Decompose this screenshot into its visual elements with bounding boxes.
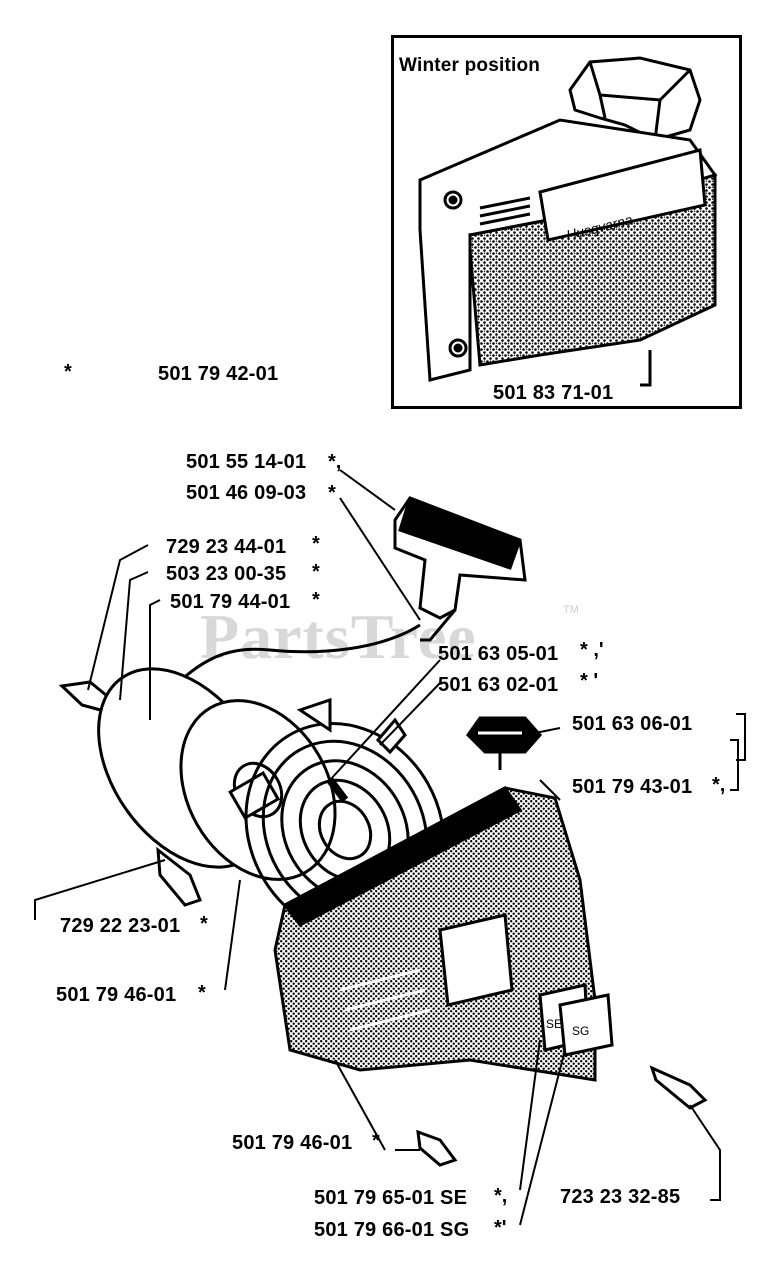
part-label: 501 79 44-01 bbox=[170, 591, 291, 613]
part-asterisk: * bbox=[312, 533, 320, 555]
part-label: 501 63 02-01 bbox=[438, 674, 559, 696]
part-asterisk: *, bbox=[494, 1185, 508, 1207]
starter-housing-drawing: SE SG bbox=[273, 716, 614, 1082]
part-asterisk: * ' bbox=[580, 670, 599, 692]
part-label: 501 79 66-01 SG bbox=[314, 1219, 470, 1241]
svg-text:SG: SG bbox=[572, 1024, 589, 1038]
general-part-number: 501 79 42-01 bbox=[158, 363, 279, 385]
part-asterisk: * bbox=[198, 982, 206, 1004]
part-asterisk: * bbox=[328, 482, 336, 504]
leader-lines bbox=[34, 469, 746, 1226]
part-label: 501 46 09-03 bbox=[186, 482, 307, 504]
inset-title: Winter position bbox=[399, 55, 541, 76]
svg-text:SE: SE bbox=[546, 1017, 562, 1031]
part-label: 729 22 23-01 bbox=[60, 915, 181, 937]
part-asterisk: * bbox=[372, 1130, 380, 1152]
part-asterisk: *, bbox=[328, 451, 342, 473]
part-label: 729 23 44-01 bbox=[166, 536, 287, 558]
part-asterisk: * bbox=[312, 589, 320, 611]
part-label: 501 55 14-01 bbox=[186, 451, 307, 473]
part-asterisk: * ,' bbox=[580, 639, 604, 661]
winter-cover-drawing bbox=[418, 56, 718, 387]
pulley-spring-drawing bbox=[58, 667, 446, 938]
part-label: 501 63 05-01 bbox=[438, 643, 559, 665]
part-label: 501 79 46-01 bbox=[232, 1132, 353, 1154]
part-asterisk: * bbox=[200, 913, 208, 935]
part-label: 501 63 06-01 bbox=[572, 713, 693, 735]
starter-handle-drawing bbox=[158, 496, 527, 702]
part-label: 723 23 32-85 bbox=[560, 1186, 681, 1208]
part-asterisk: *, bbox=[712, 774, 726, 796]
general-asterisk: * bbox=[64, 361, 72, 383]
winter-position-inset bbox=[391, 35, 742, 409]
inset-part-number: 501 83 71-01 bbox=[493, 382, 614, 404]
watermark-trademark: TM bbox=[563, 604, 579, 616]
housing-screws-drawing bbox=[416, 1065, 708, 1167]
part-label: 501 79 46-01 bbox=[56, 984, 177, 1006]
part-label: 501 79 43-01 bbox=[572, 776, 693, 798]
part-label: 503 23 00-35 bbox=[166, 563, 287, 585]
part-label: 501 79 65-01 SE bbox=[314, 1187, 468, 1209]
part-asterisk: * bbox=[312, 561, 320, 583]
part-asterisk: *' bbox=[494, 1217, 507, 1239]
